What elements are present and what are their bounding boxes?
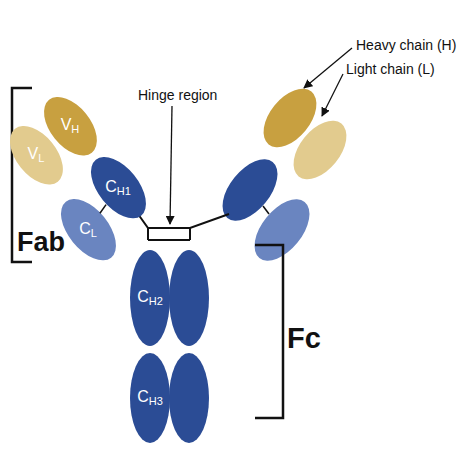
heavy-constant-domain — [169, 353, 209, 443]
domain-ellipse: CH2 — [130, 250, 170, 346]
leader-arrow — [170, 106, 172, 224]
part-label: Light chain (L) — [346, 62, 435, 76]
domain-ellipse: CH3 — [130, 353, 170, 443]
leader-arrow — [304, 48, 352, 88]
disulfide-bond — [263, 206, 269, 214]
domain-ellipse: VL — [10, 126, 63, 185]
domain-ellipse: CL — [61, 199, 116, 260]
disulfide-bond — [100, 205, 106, 214]
part-label: Heavy chain (H) — [356, 38, 456, 52]
domain-shape — [130, 353, 170, 443]
leader-arrow — [322, 74, 343, 116]
part-label: Fab — [17, 229, 65, 256]
domain-label: CH3 — [137, 389, 163, 407]
heavy-constant-domain — [169, 250, 209, 346]
hinge-bonds — [138, 214, 229, 240]
domain-label: VL — [28, 146, 45, 164]
domain-label: VH — [61, 117, 80, 135]
domain-label: CL — [79, 221, 97, 239]
domain-ellipse: CH1 — [91, 157, 146, 218]
domain-label: CH1 — [105, 179, 131, 197]
part-label: Fc — [287, 324, 321, 353]
domain-shape — [0, 116, 73, 194]
domain-label: CH2 — [137, 289, 163, 307]
part-label: Hinge region — [138, 88, 217, 102]
domain-shape — [130, 250, 170, 346]
fc-bracket — [255, 245, 283, 418]
light-variable-domain — [283, 111, 357, 189]
